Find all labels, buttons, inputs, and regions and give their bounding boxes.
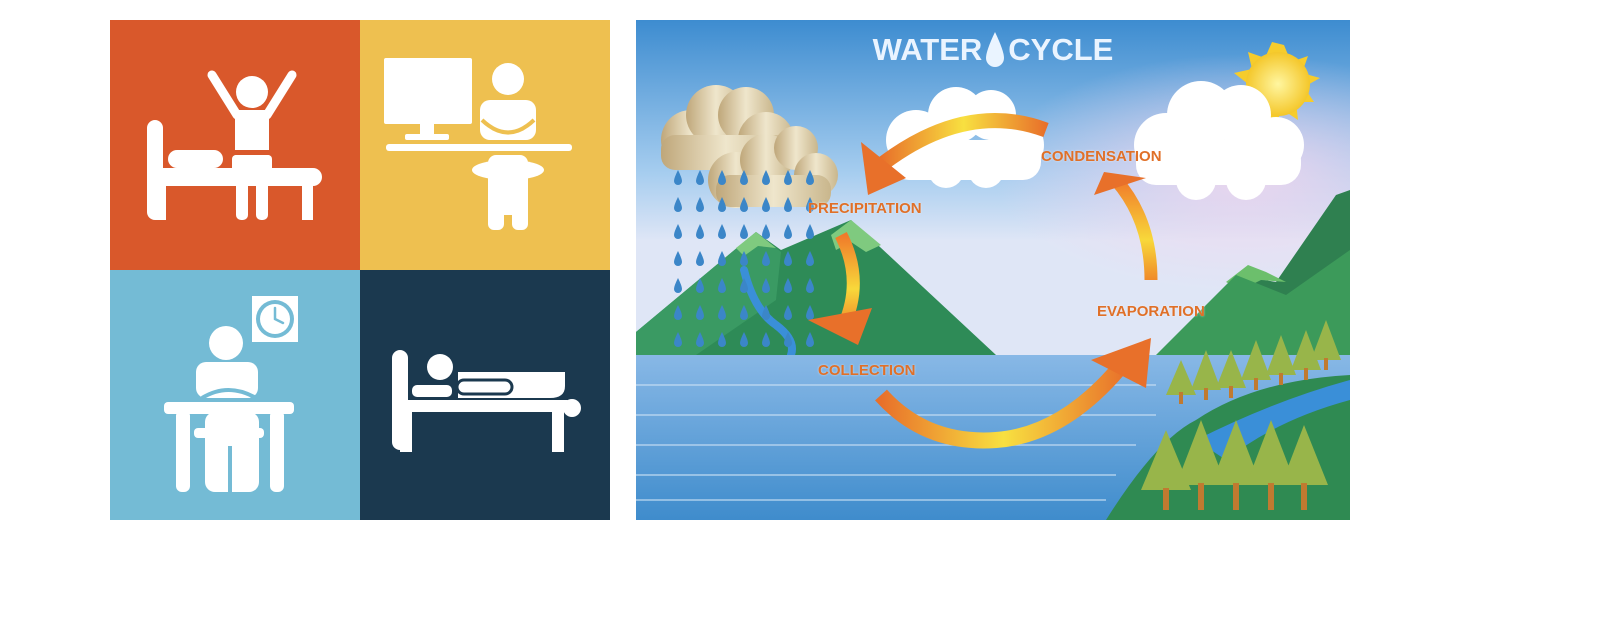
title-water: WATER xyxy=(872,31,983,67)
rain-drop xyxy=(696,224,704,239)
rain-drop xyxy=(718,224,726,239)
rain-drop xyxy=(740,278,748,293)
label-collection: COLLECTION xyxy=(818,362,916,379)
rain-drop xyxy=(718,170,726,185)
rain-cloud xyxy=(661,85,838,208)
rain-drop xyxy=(784,278,792,293)
rain-drop xyxy=(696,251,704,266)
rain-drop xyxy=(762,332,770,347)
rain-drop xyxy=(784,197,792,212)
rain-drop xyxy=(674,170,682,185)
person-working-at-computer-desk-icon xyxy=(384,58,572,230)
rain-drop xyxy=(806,278,814,293)
rain-drop xyxy=(674,251,682,266)
rain-drop xyxy=(718,278,726,293)
rain-drops xyxy=(674,170,814,347)
rain-drop xyxy=(762,170,770,185)
rain-drop xyxy=(718,332,726,347)
rain-drop xyxy=(740,170,748,185)
rain-drop xyxy=(806,170,814,185)
person-waking-up-from-bed-icon xyxy=(147,70,322,220)
rain-drop xyxy=(784,224,792,239)
rain-drop xyxy=(696,278,704,293)
rain-drop xyxy=(806,251,814,266)
rain-drop xyxy=(696,170,704,185)
water-cycle-diagram: WATER CYCLE PRECIPITATION CONDENSATION EV… xyxy=(636,20,1350,520)
rain-drop xyxy=(674,278,682,293)
rain-drop xyxy=(674,332,682,347)
rain-drop xyxy=(674,197,682,212)
water-cycle-scene xyxy=(636,20,1350,520)
rain-drop xyxy=(696,197,704,212)
cycle-arrows xyxy=(808,113,1158,449)
rain-drop xyxy=(784,251,792,266)
rain-drop xyxy=(674,305,682,320)
rain-drop xyxy=(762,251,770,266)
person-sitting-at-desk-with-clock-icon xyxy=(164,296,298,492)
rain-drop xyxy=(696,305,704,320)
rain-drop xyxy=(806,197,814,212)
rain-drop xyxy=(718,305,726,320)
rain-drop xyxy=(718,197,726,212)
rain-drop xyxy=(740,305,748,320)
quadrant-desk-clock xyxy=(110,270,360,520)
rain-drop xyxy=(674,224,682,239)
rain-drop xyxy=(762,278,770,293)
title-cycle: CYCLE xyxy=(1008,31,1114,67)
label-precipitation: PRECIPITATION xyxy=(808,200,922,217)
water-drop-icon xyxy=(986,31,1005,67)
rain-drop xyxy=(696,332,704,347)
rain-drop xyxy=(740,197,748,212)
rain-drop xyxy=(806,332,814,347)
right-cloud xyxy=(1134,81,1304,200)
quadrant-computer-work xyxy=(360,20,610,270)
quadrant-lying-bed xyxy=(360,270,610,520)
rain-drop xyxy=(762,224,770,239)
rain-drop xyxy=(784,170,792,185)
rain-drop xyxy=(740,332,748,347)
rain-drop xyxy=(718,251,726,266)
rain-drop xyxy=(784,305,792,320)
forest xyxy=(1141,320,1341,510)
rain-drop xyxy=(806,224,814,239)
rain-drop xyxy=(784,332,792,347)
activity-icon-grid xyxy=(110,20,610,520)
rain-drop xyxy=(806,305,814,320)
rain-drop xyxy=(740,224,748,239)
diagram-title: WATER CYCLE xyxy=(636,30,1350,69)
rain-drop xyxy=(762,305,770,320)
quadrant-wake-up xyxy=(110,20,360,270)
label-evaporation: EVAPORATION xyxy=(1097,303,1205,320)
rain-drop xyxy=(762,197,770,212)
rain-drop xyxy=(740,251,748,266)
label-condensation: CONDENSATION xyxy=(1041,148,1162,165)
person-lying-in-bed-icon xyxy=(392,350,581,452)
